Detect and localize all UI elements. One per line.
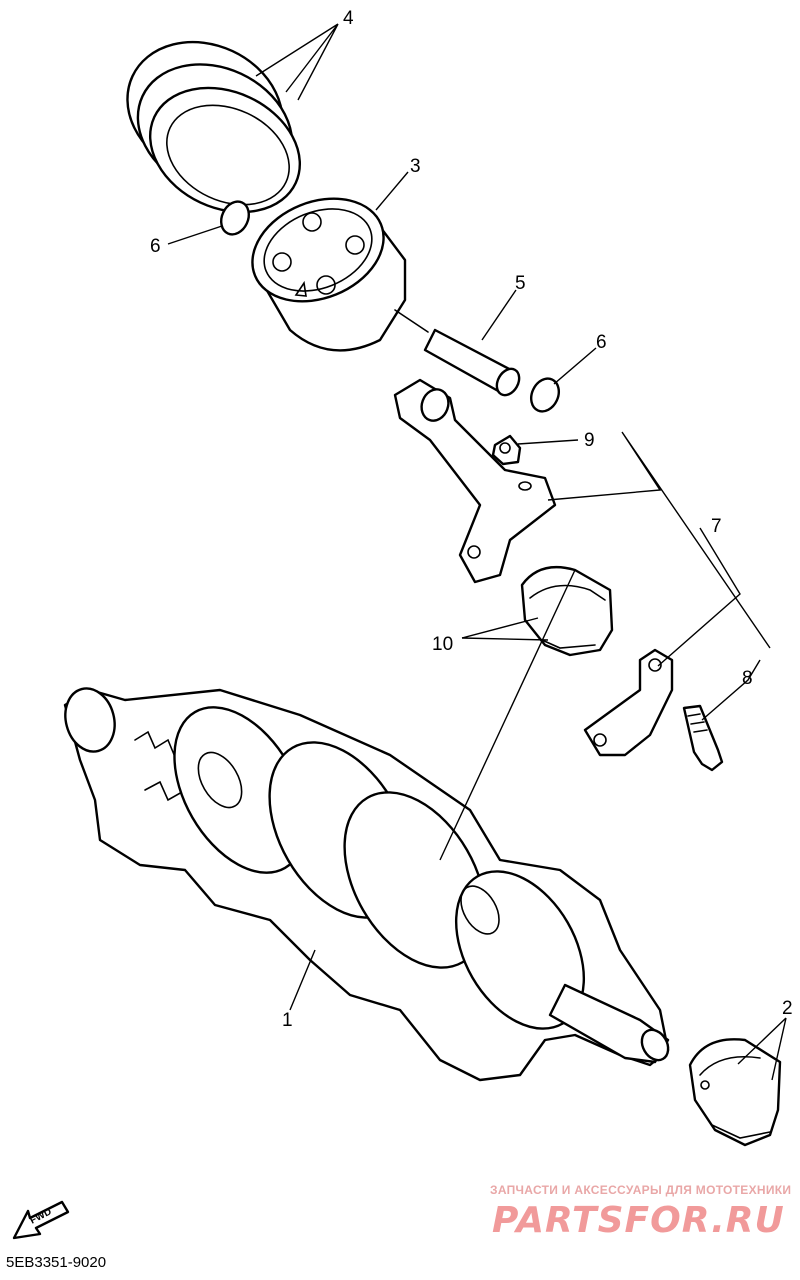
circlip-right	[530, 377, 560, 413]
diagram-code: 5EB3351-9020	[6, 1254, 107, 1271]
label-connecting-rod: 7	[711, 516, 722, 537]
label-main-bearing: 2	[782, 998, 793, 1019]
watermark-line: ЗАПЧАСТИ И АКСЕССУАРЫ ДЛЯ МОТОТЕХНИКИ	[490, 1183, 792, 1197]
connecting-rod	[393, 378, 557, 584]
label-piston-rings: 4	[343, 8, 354, 29]
crankshaft	[63, 687, 670, 1082]
label-circlip-right: 6	[596, 332, 607, 353]
rod-cap	[583, 648, 674, 757]
piston-pin	[394, 309, 521, 397]
piston-rings	[126, 40, 302, 214]
rod-bearing	[520, 565, 614, 657]
label-piston: 3	[410, 156, 421, 177]
label-rod-bearing: 10	[432, 634, 453, 655]
label-circlip-left: 6	[150, 236, 161, 257]
rod-nut	[491, 434, 522, 466]
piston	[251, 197, 407, 352]
main-bearing	[688, 1038, 782, 1147]
watermark-logo: PARTSFOR.RU	[492, 1200, 785, 1241]
label-piston-pin: 5	[515, 273, 526, 294]
rod-bolt	[682, 704, 724, 772]
leader-lines	[167, 23, 787, 1081]
label-crankshaft: 1	[282, 1010, 293, 1031]
fwd-arrow: FWD	[12, 1200, 70, 1240]
label-rod-nut: 9	[584, 430, 595, 451]
label-rod-bolt: 8	[742, 668, 753, 689]
circlip-left	[220, 200, 250, 236]
